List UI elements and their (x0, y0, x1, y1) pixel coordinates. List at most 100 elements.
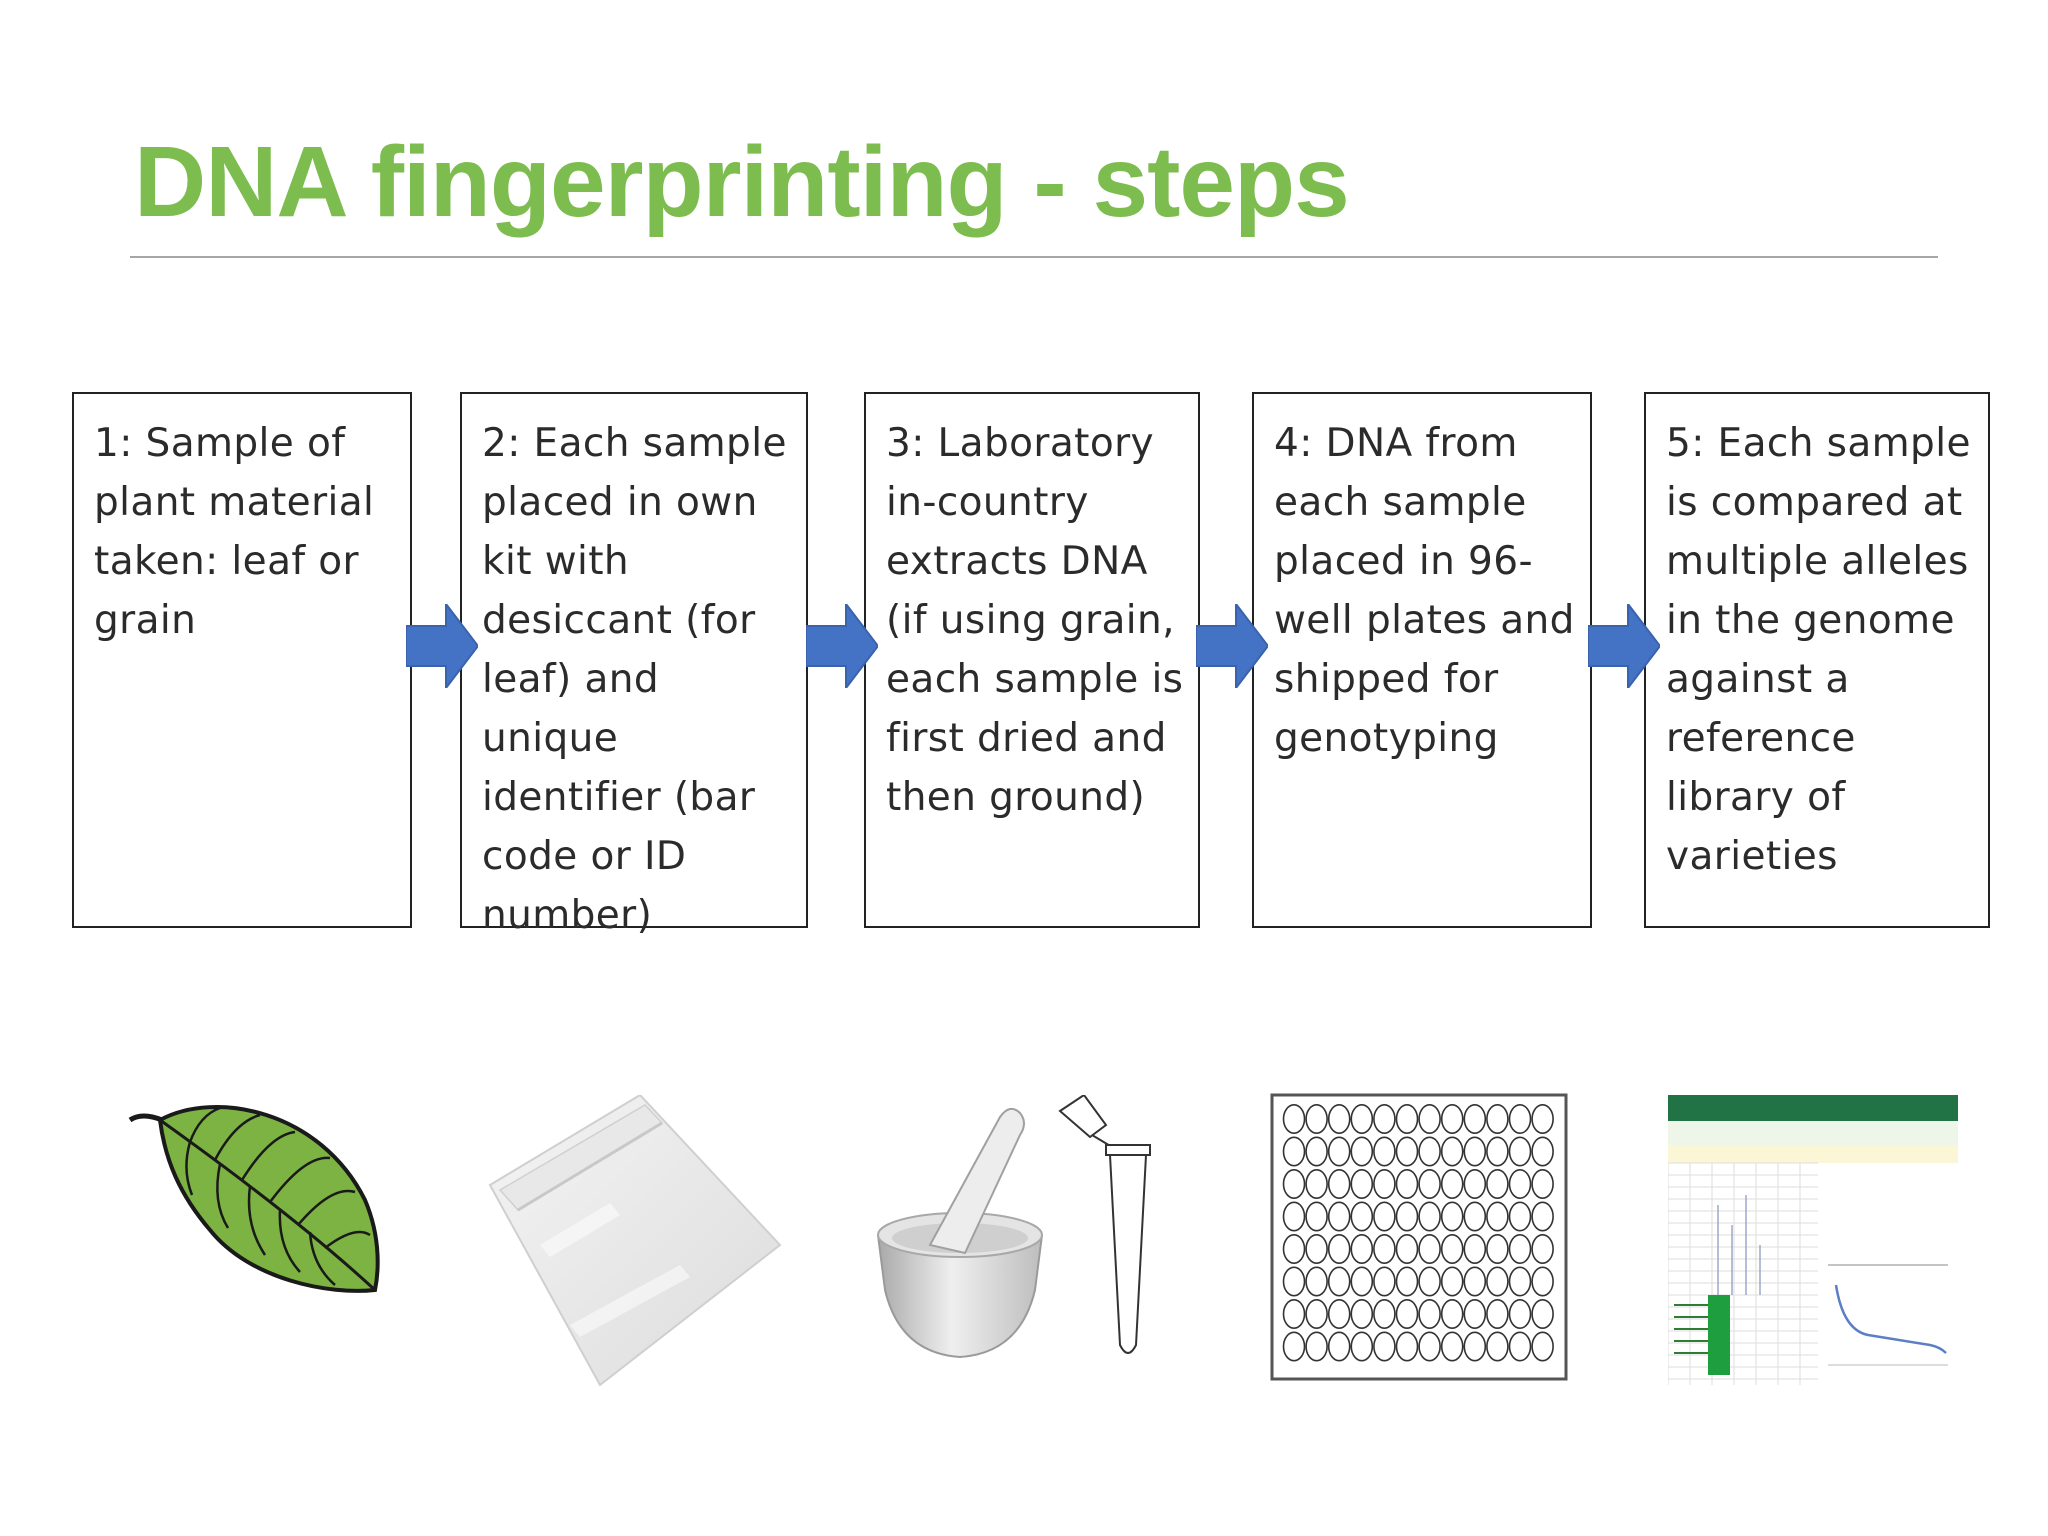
well (1508, 1331, 1532, 1362)
well (1440, 1331, 1464, 1362)
well (1440, 1136, 1464, 1167)
step-4-text: 4: DNA from each sample placed in 96- we… (1274, 421, 1575, 761)
page-title: DNA fingerprinting - steps (134, 126, 1350, 238)
well (1531, 1234, 1554, 1264)
well (1440, 1104, 1464, 1134)
well (1463, 1201, 1487, 1232)
well-plate-icon (1270, 1093, 1568, 1381)
arrow-right-icon (1196, 604, 1268, 688)
step-2-text: 2: Each sample placed in own kit with de… (482, 421, 787, 938)
well (1418, 1331, 1441, 1362)
well (1531, 1299, 1554, 1329)
well (1440, 1169, 1464, 1199)
well (1440, 1299, 1464, 1329)
well (1531, 1266, 1554, 1297)
mortar-pestle-tube-icon (876, 1095, 1151, 1359)
well (1486, 1169, 1509, 1199)
well (1508, 1266, 1532, 1297)
leaf-icon (128, 1105, 380, 1293)
well (1508, 1169, 1532, 1199)
well (1463, 1136, 1487, 1167)
well (1531, 1169, 1554, 1199)
well (1418, 1201, 1441, 1232)
arrow-right-icon (806, 604, 878, 688)
well (1373, 1266, 1396, 1297)
well (1418, 1136, 1441, 1167)
well (1418, 1169, 1441, 1199)
well (1327, 1266, 1351, 1297)
well (1373, 1331, 1396, 1362)
well (1486, 1266, 1509, 1297)
well (1418, 1104, 1441, 1134)
well (1305, 1331, 1328, 1362)
well (1373, 1169, 1396, 1199)
well (1395, 1136, 1419, 1167)
step-5-text: 5: Each sample is compared at multiple a… (1666, 421, 1971, 879)
arrow-right-icon (1588, 604, 1660, 688)
well (1418, 1234, 1441, 1264)
well (1373, 1234, 1396, 1264)
title-divider (130, 256, 1938, 258)
well (1486, 1234, 1509, 1264)
well (1395, 1104, 1419, 1134)
well (1395, 1299, 1419, 1329)
well (1327, 1331, 1351, 1362)
well (1327, 1104, 1351, 1134)
well (1305, 1201, 1328, 1232)
well (1350, 1331, 1374, 1362)
well (1463, 1104, 1487, 1134)
well (1350, 1136, 1374, 1167)
well (1508, 1201, 1532, 1232)
step-3-text: 3: Laboratory in-country extracts DNA (i… (886, 421, 1184, 820)
well (1327, 1169, 1351, 1199)
well (1486, 1136, 1509, 1167)
well (1463, 1266, 1487, 1297)
well (1486, 1104, 1509, 1134)
well (1440, 1201, 1464, 1232)
well (1463, 1299, 1487, 1329)
well (1305, 1266, 1328, 1297)
well (1282, 1266, 1306, 1297)
well (1305, 1104, 1328, 1134)
step-box-3: 3: Laboratory in-country extracts DNA (i… (864, 392, 1200, 928)
step-box-1: 1: Sample of plant material taken: leaf … (72, 392, 412, 928)
well (1350, 1169, 1374, 1199)
well (1463, 1234, 1487, 1264)
well (1282, 1169, 1306, 1199)
well (1373, 1136, 1396, 1167)
well (1282, 1331, 1306, 1362)
step-1-text: 1: Sample of plant material taken: leaf … (94, 421, 375, 643)
well (1531, 1136, 1554, 1167)
spreadsheet-icon (1668, 1095, 1958, 1385)
step-box-4: 4: DNA from each sample placed in 96- we… (1252, 392, 1592, 928)
step-box-2: 2: Each sample placed in own kit with de… (460, 392, 808, 938)
well (1395, 1234, 1419, 1264)
well (1395, 1331, 1419, 1362)
well (1508, 1299, 1532, 1329)
well (1418, 1266, 1441, 1297)
well (1395, 1266, 1419, 1297)
well (1531, 1331, 1554, 1362)
step-box-5: 5: Each sample is compared at multiple a… (1644, 392, 1990, 928)
well (1350, 1104, 1374, 1134)
well (1305, 1299, 1328, 1329)
well (1305, 1169, 1328, 1199)
well (1282, 1299, 1306, 1329)
well (1508, 1136, 1532, 1167)
well (1282, 1234, 1306, 1264)
well (1282, 1104, 1306, 1134)
well (1305, 1136, 1328, 1167)
well (1305, 1234, 1328, 1264)
well (1282, 1136, 1306, 1167)
well (1486, 1331, 1509, 1362)
well (1350, 1266, 1374, 1297)
well (1395, 1201, 1419, 1232)
well (1373, 1104, 1396, 1134)
well (1531, 1201, 1554, 1232)
well (1373, 1201, 1396, 1232)
well (1395, 1169, 1419, 1199)
well (1327, 1299, 1351, 1329)
well (1373, 1299, 1396, 1329)
well (1463, 1331, 1487, 1362)
well (1486, 1201, 1509, 1232)
